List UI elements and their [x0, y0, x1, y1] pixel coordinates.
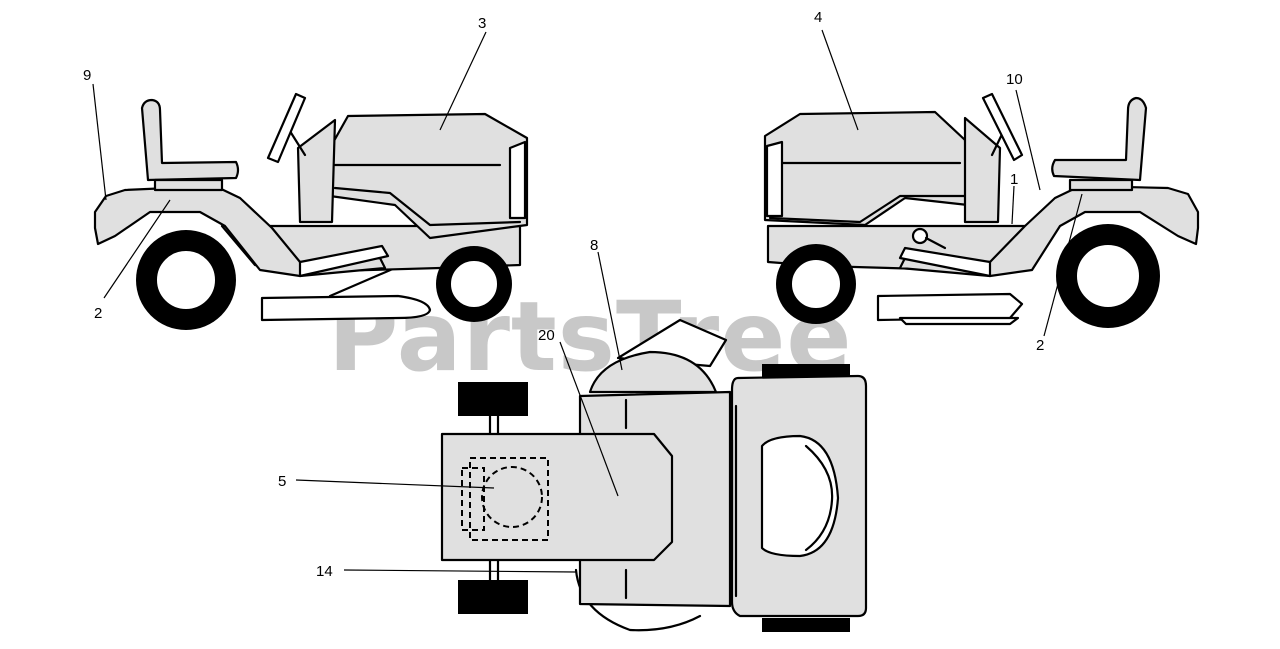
left-footrest [298, 244, 390, 278]
callout-5: 5 [278, 473, 286, 490]
callout-1: 1 [1010, 171, 1018, 188]
tractor-top-view [440, 318, 868, 632]
top-right-rear-tire [762, 364, 850, 378]
leader-lines [92, 29, 1083, 573]
tractor-left-side-view [93, 92, 529, 330]
top-deck-front [588, 350, 718, 394]
left-grille [508, 140, 527, 220]
right-dash [963, 116, 1002, 224]
callout-4: 4 [814, 9, 822, 26]
top-left-front-tire [458, 580, 528, 614]
callout-2-right: 2 [1036, 337, 1044, 354]
callout-20: 20 [538, 327, 555, 344]
left-fender [93, 184, 387, 278]
callout-9: 9 [83, 67, 91, 84]
right-footrest [898, 246, 992, 278]
left-mower-deck [260, 294, 432, 322]
right-mower-deck [876, 292, 1024, 322]
right-hood [763, 110, 970, 227]
right-fender [898, 184, 1200, 278]
callout-2-left: 2 [94, 305, 102, 322]
left-hood [328, 112, 529, 240]
top-right-front-tire [762, 618, 850, 632]
left-seat [140, 98, 240, 182]
callout-10: 10 [1006, 71, 1023, 88]
top-rear-fender [440, 432, 674, 562]
callout-14: 14 [316, 563, 333, 580]
callout-labels: 9 2 3 4 10 1 2 8 20 5 14 [83, 9, 1044, 580]
callout-8: 8 [590, 237, 598, 254]
right-seat [1051, 96, 1148, 182]
top-engine-cover [760, 434, 840, 558]
left-dash [296, 118, 337, 224]
right-steering-wheel [981, 92, 1024, 162]
callout-3: 3 [478, 15, 486, 32]
right-grille [765, 140, 784, 218]
left-steering-wheel [266, 92, 307, 164]
tractor-right-side-view [763, 92, 1200, 328]
top-left-rear-tire [458, 382, 528, 416]
